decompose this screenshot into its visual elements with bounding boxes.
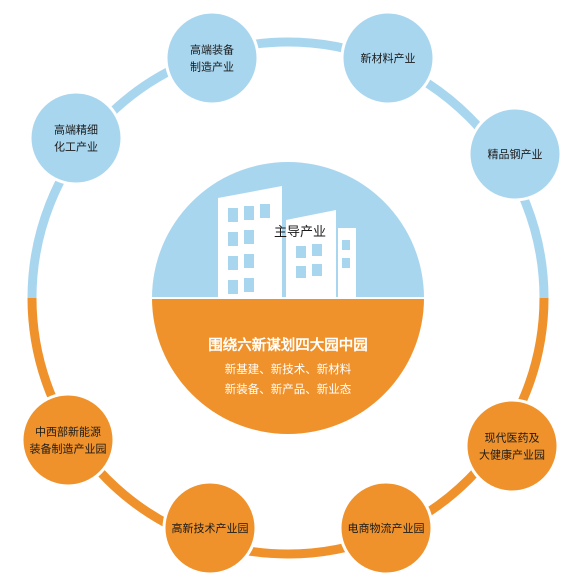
top-node-circle bbox=[467, 106, 563, 202]
center-bottom-half bbox=[152, 298, 424, 434]
bottom-node-label: 现代医药及 bbox=[485, 432, 540, 445]
bottom-node-circle bbox=[338, 480, 434, 576]
top-node-label: 新材料产业 bbox=[361, 51, 416, 65]
top-node-2: 新材料产业 bbox=[340, 10, 436, 106]
bottom-node-label: 装备制造产业园 bbox=[30, 442, 107, 456]
center-bottom-title: 围绕六新谋划四大园中园 bbox=[208, 336, 368, 354]
bottom-node-2: 电商物流产业园 bbox=[338, 480, 434, 576]
center-top-label: 主导产业 bbox=[274, 225, 326, 240]
top-node-circle bbox=[340, 10, 436, 106]
top-node-label: 精品钢产业 bbox=[488, 147, 543, 161]
outer-ring-bottom bbox=[27, 298, 549, 559]
top-node-label: 制造产业 bbox=[190, 60, 234, 74]
top-node-label: 高端装备 bbox=[190, 43, 234, 57]
bottom-node-label: 高新技术产业园 bbox=[172, 521, 249, 535]
outer-ring-top bbox=[27, 37, 549, 298]
satellite-nodes: 高端精细化工产业高端装备制造产业新材料产业精品钢产业中西部新能源装备制造产业园高… bbox=[20, 10, 563, 576]
bottom-node-label: 电商物流产业园 bbox=[348, 521, 425, 535]
bottom-node-1: 高新技术产业园 bbox=[162, 480, 258, 576]
top-node-3: 精品钢产业 bbox=[467, 106, 563, 202]
bottom-node-label: 中西部新能源 bbox=[35, 425, 101, 439]
building-icon bbox=[218, 186, 356, 298]
top-node-circle bbox=[164, 10, 260, 106]
bottom-node-label: 大健康产业园 bbox=[479, 448, 545, 462]
bottom-node-circle bbox=[162, 480, 258, 576]
top-node-label: 化工产业 bbox=[54, 140, 98, 154]
center-bottom-line1: 新基建、新技术、新材料 bbox=[225, 362, 352, 376]
outer-ring bbox=[27, 37, 549, 559]
bottom-node-circle bbox=[20, 392, 116, 488]
top-node-label: 高端精细 bbox=[54, 123, 98, 137]
top-node-circle bbox=[28, 90, 124, 186]
bottom-node-circle bbox=[464, 398, 560, 494]
center-bottom-line2: 新装备、新产品、新业态 bbox=[225, 382, 352, 396]
